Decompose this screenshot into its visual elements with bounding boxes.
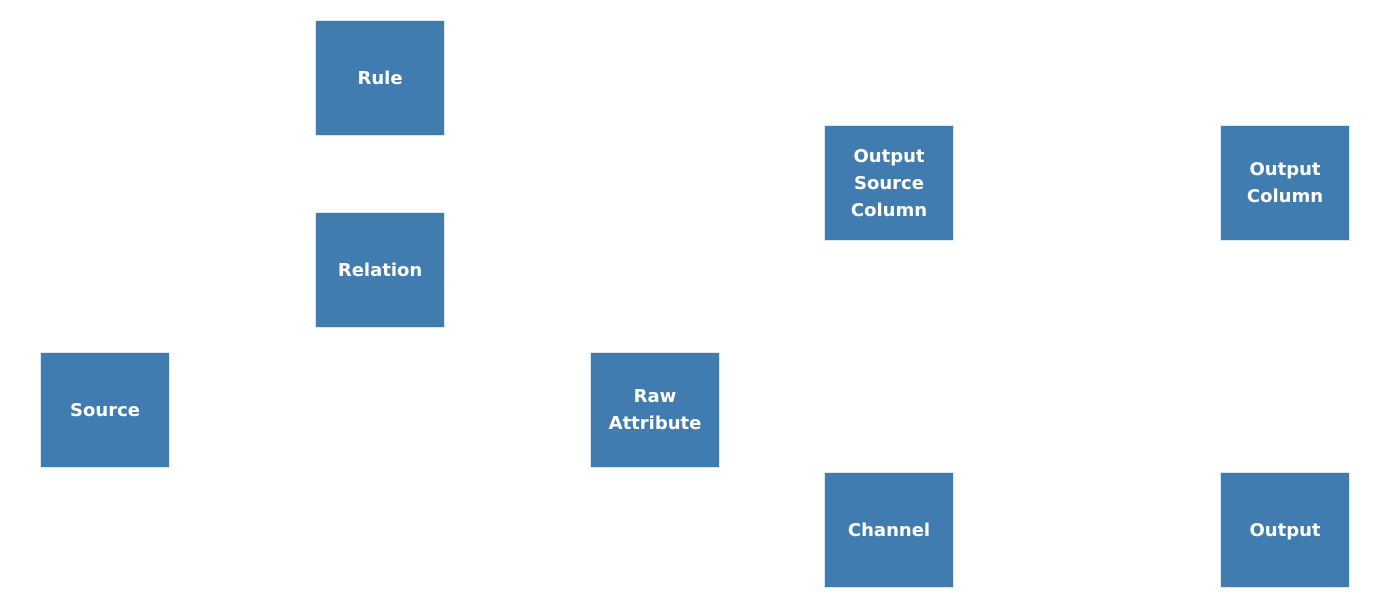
node-label: Channel [847, 519, 931, 541]
node-output-source-column[interactable]: Output Source Column [824, 125, 954, 241]
node-output[interactable]: Output [1220, 472, 1350, 588]
node-output-column[interactable]: Output Column [1220, 125, 1350, 241]
node-label: Source [70, 399, 140, 421]
node-source[interactable]: Source [40, 352, 170, 468]
node-relation[interactable]: Relation [315, 212, 445, 328]
node-channel[interactable]: Channel [824, 472, 954, 588]
node-label: Output [1249, 519, 1321, 541]
node-label: Output Column [1246, 159, 1324, 207]
node-label: Relation [337, 259, 423, 281]
node-label: Raw Attribute [608, 386, 702, 434]
node-label: Rule [357, 67, 403, 89]
node-rule[interactable]: Rule [315, 20, 445, 136]
node-label: Output Source Column [850, 145, 928, 221]
node-raw-attribute[interactable]: Raw Attribute [590, 352, 720, 468]
